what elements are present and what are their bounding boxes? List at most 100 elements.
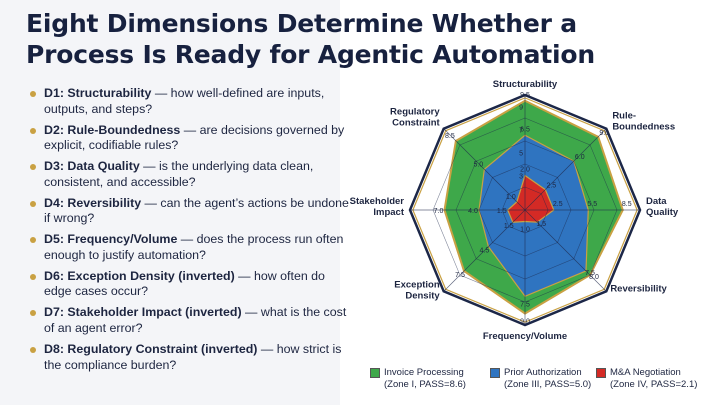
data-value-label: 2.5 [553,201,563,208]
legend-swatch-icon [596,368,606,378]
data-value-label: 8.0 [589,274,599,281]
radar-spoke [443,128,526,211]
dimension-desc: — are decisions governed by explicit, co… [44,122,345,153]
axis-label: Frequency/Volume [483,331,567,342]
axis-label-line: Quality [646,207,679,218]
axis-label: Reversibility [610,283,667,294]
data-value-label: 8.5 [445,133,455,140]
dimension-term: D7: Stakeholder Impact (inverted) [44,305,242,320]
bullet-dot-icon [30,127,36,134]
dimension-item: D2: Rule-Boundedness — are decisions gov… [30,123,350,154]
data-value-label: 9.0 [520,319,530,326]
data-value-label: 7.0 [434,208,444,215]
axis-label-line: Boundedness [612,122,675,133]
axis-tick-label: 3 [519,174,523,181]
slide-title: Eight Dimensions Determine Whether a Pro… [26,9,595,69]
axis-label-line: Rule- [612,111,636,122]
dimension-term: D6: Exception Density (inverted) [44,268,235,283]
radar-spoke [443,209,526,292]
axis-label-line: Stakeholder [350,196,405,207]
data-value-label: 1.5 [504,223,514,230]
dimension-desc: — can the agent’s actions be undone if w… [44,195,349,226]
data-value-label: 6.5 [520,126,530,133]
axis-tick-label: 7 [519,128,523,135]
dimension-term: D8: Regulatory Constraint (inverted) [44,342,258,357]
axis-label-line: Density [405,290,440,301]
dimension-desc: — what is the cost of an agent error? [44,305,347,336]
radar-chart: 3 5 7 9 9.5 9.0 8.5 8.0 9.0 7.5 7.0 8.5 6.5 6.0 5.5 7.5… [350,80,679,342]
dimension-item: D5: Frequency/Volume — does the process … [30,232,350,263]
dimension-term: D5: Frequency/Volume [44,232,178,247]
data-value-label: 7.5 [585,270,595,277]
dimension-item: D1: Structurability — how well-defined a… [30,86,350,117]
legend-label: Prior Authorization [504,367,582,378]
bullet-dot-icon [30,91,36,97]
data-value-label: 1.5 [497,208,507,215]
bullet-dot-icon [30,273,36,280]
dimension-item: D6: Exception Density (inverted) — how o… [30,269,350,300]
data-value-label: 4.0 [468,208,478,215]
data-value-label: 4.5 [480,248,490,255]
bullet-dot-icon [30,347,36,354]
axis-label-line: Reversibility [610,283,667,294]
data-value-label: 1.0 [506,194,516,201]
data-value-label: 9.5 [520,92,530,99]
data-value-label: 1.0 [520,227,530,234]
radar-spoke [524,128,607,211]
data-value-label: 8.5 [622,201,632,208]
dimension-desc: — how well-defined are inputs, outputs, … [44,86,325,116]
dimension-term: D2: Rule-Boundedness [44,122,181,137]
radar-spoke [524,209,607,292]
axis-label: Rule-Boundedness [612,111,675,133]
data-value-label: 5.0 [473,161,483,168]
legend-swatch-icon [490,368,500,378]
legend-item: M&A Negotiation (Zone IV, PASS=2.1) [596,367,697,391]
axis-tick-label: 5 [519,151,523,158]
axis-label-line: Frequency/Volume [483,331,567,342]
dimension-term: D3: Data Quality [44,159,140,174]
data-value-label: 1.5 [536,221,546,228]
axis-label-line: Structurability [493,80,558,90]
dimension-desc: — does the process run often enough to j… [44,232,344,262]
axis-label: Structurability [493,80,558,90]
dimension-desc: — how often do edge cases occur? [44,268,325,299]
data-value-label: 2.5 [546,183,556,190]
legend-label: M&A Negotiation [610,367,681,378]
dimension-item: D3: Data Quality — is the underlying dat… [30,159,350,190]
axis-label-line: Data [646,196,667,207]
legend-item: Prior Authorization (Zone III, PASS=5.0) [490,367,591,391]
bullet-dot-icon [30,310,36,317]
data-value-label: 5.5 [587,201,597,208]
legend-zone: (Zone IV, PASS=2.1) [610,379,698,390]
axis-label-line: Regulatory [390,107,440,118]
left-panel-background [0,0,340,405]
legend-item: Invoice Processing (Zone I, PASS=8.6) [370,367,466,391]
data-value-label: 2.0 [520,167,530,174]
dimension-item: D4: Reversibility — can the agent’s acti… [30,196,350,227]
dimension-item: D7: Stakeholder Impact (inverted) — what… [30,305,350,336]
data-value-label: 6.0 [575,154,585,161]
dimension-item: D8: Regulatory Constraint (inverted) — h… [30,342,350,373]
data-value-label: 7.5 [520,301,530,308]
legend-swatch-icon [370,368,380,378]
dimension-desc: — is the underlying data clean, consiste… [44,159,314,189]
axis-label-line: Constraint [392,118,440,129]
legend-zone: (Zone III, PASS=5.0) [504,379,592,390]
chart-legend: Invoice Processing (Zone I, PASS=8.6) Pr… [370,367,710,403]
bullet-dot-icon [30,237,36,244]
bullet-dot-icon [30,164,36,171]
data-value-label: 7.5 [455,272,465,279]
dimension-list: D1: Structurability — how well-defined a… [30,86,350,379]
legend-zone: (Zone I, PASS=8.6) [384,379,466,390]
dimension-term: D4: Reversibility [44,195,142,210]
data-value-label: 9.0 [599,130,609,137]
dimension-term: D1: Structurability [44,86,152,100]
axis-label-line: Impact [373,207,404,218]
legend-label: Invoice Processing [384,367,464,378]
axis-tick-label: 9 [519,105,523,112]
bullet-dot-icon [30,200,36,207]
